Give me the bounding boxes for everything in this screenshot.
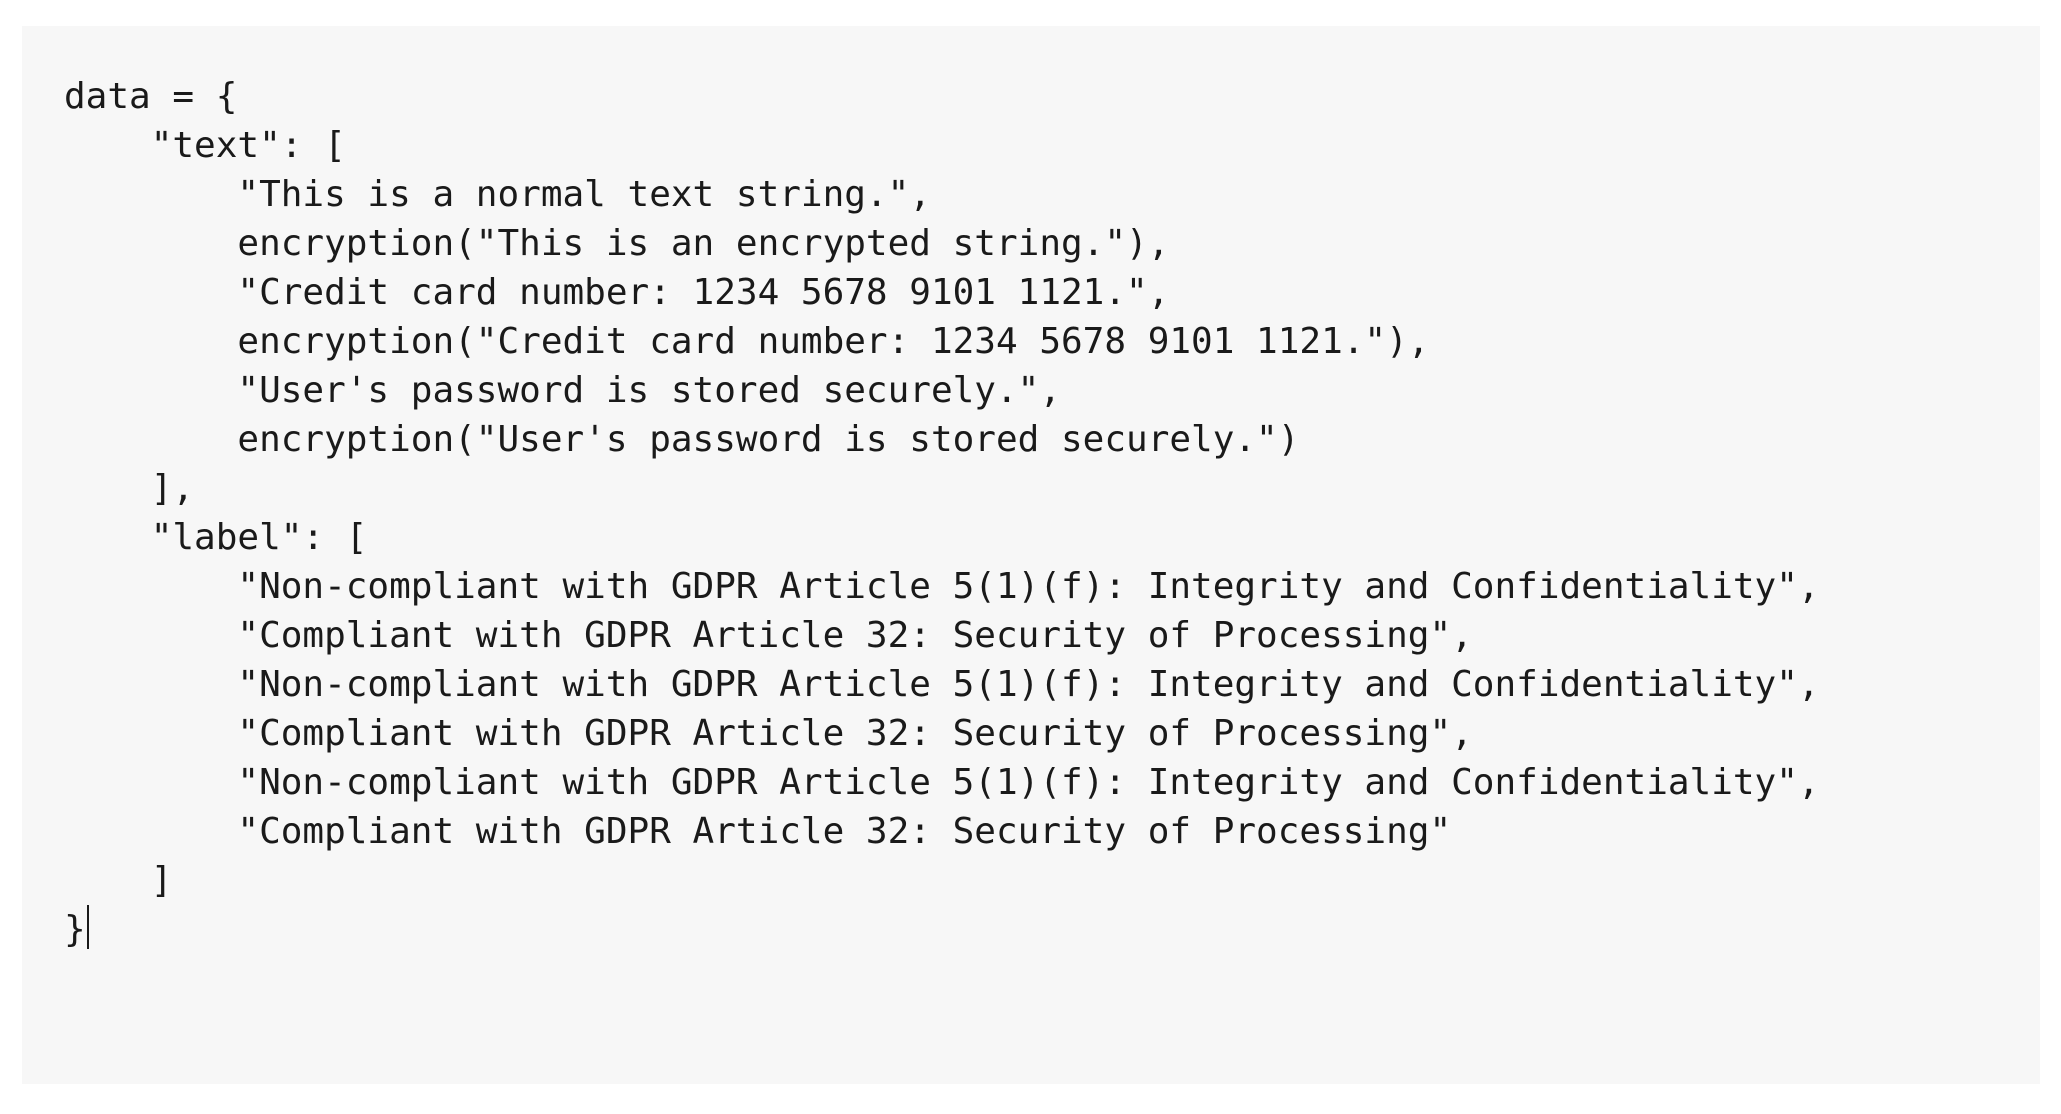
code-line-18-text: }: [64, 909, 86, 950]
code-line-3: "This is a normal text string.",: [64, 174, 931, 215]
code-line-14: "Compliant with GDPR Article 32: Securit…: [64, 713, 1473, 754]
code-line-8: encryption("User's password is stored se…: [64, 419, 1300, 460]
code-line-12: "Compliant with GDPR Article 32: Securit…: [64, 615, 1473, 656]
code-block[interactable]: data = { "text": [ "This is a normal tex…: [64, 72, 1820, 954]
code-line-5: "Credit card number: 1234 5678 9101 1121…: [64, 272, 1170, 313]
code-line-15: "Non-compliant with GDPR Article 5(1)(f)…: [64, 762, 1820, 803]
code-line-6: encryption("Credit card number: 1234 567…: [64, 321, 1430, 362]
code-line-1: data = {: [64, 76, 238, 117]
code-line-16: "Compliant with GDPR Article 32: Securit…: [64, 811, 1452, 852]
code-line-2: "text": [: [64, 125, 346, 166]
code-editor-panel[interactable]: data = { "text": [ "This is a normal tex…: [22, 26, 2040, 1084]
code-line-13: "Non-compliant with GDPR Article 5(1)(f)…: [64, 664, 1820, 705]
code-line-7: "User's password is stored securely.",: [64, 370, 1061, 411]
text-caret: [86, 905, 89, 949]
code-line-11: "Non-compliant with GDPR Article 5(1)(f)…: [64, 566, 1820, 607]
code-line-9: ],: [64, 468, 195, 509]
code-line-18: }: [64, 905, 1820, 954]
code-line-10: "label": [: [64, 517, 368, 558]
code-line-17: ]: [64, 860, 173, 901]
code-line-4: encryption("This is an encrypted string.…: [64, 223, 1170, 264]
